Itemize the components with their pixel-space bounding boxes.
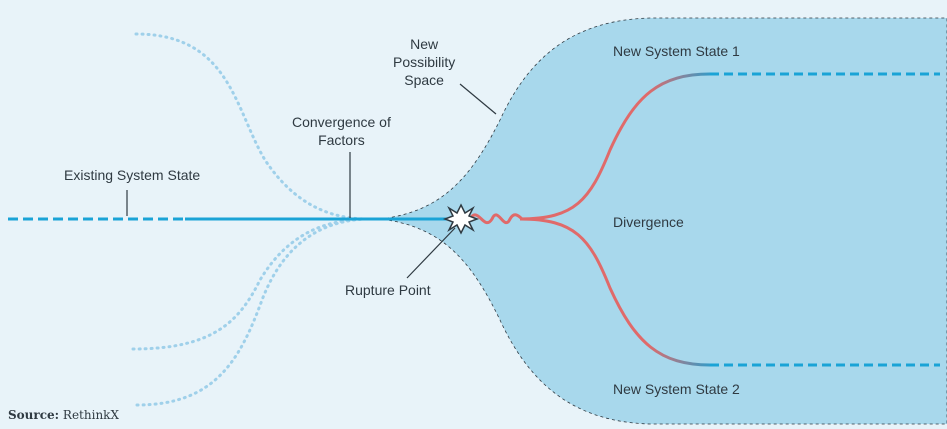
factor-line-top: [134, 32, 367, 221]
callout-lines: [126, 83, 497, 279]
factor-lines: [131, 32, 367, 407]
state-2-label: New System State 2: [613, 381, 740, 397]
existing-state-label: Existing System State: [64, 167, 201, 183]
possibility-space-area: [379, 17, 947, 425]
rupture-starburst-icon: [442, 203, 480, 235]
source-caption: Source: RethinkX: [8, 408, 119, 422]
convergence-label: Convergence of Factors: [292, 114, 391, 148]
rupture-point-label: Rupture Point: [345, 282, 431, 298]
rupture-callout-line: [406, 227, 456, 279]
rupture-squiggle: [468, 213, 524, 225]
possibility-space-label: New Possibility Space: [393, 36, 456, 88]
possibility-space-callout-line: [459, 83, 497, 115]
divergence-branch-bottom: [519, 217, 711, 367]
factor-line-upper-bottom: [131, 217, 367, 351]
state-1-label: New System State 1: [613, 43, 740, 59]
divergence-label: Divergence: [613, 214, 684, 230]
factor-line-lower-bottom: [135, 217, 367, 407]
divergence-branch-top: [519, 72, 711, 221]
source-name: RethinkX: [62, 408, 119, 422]
source-prefix: Source:: [8, 408, 60, 422]
